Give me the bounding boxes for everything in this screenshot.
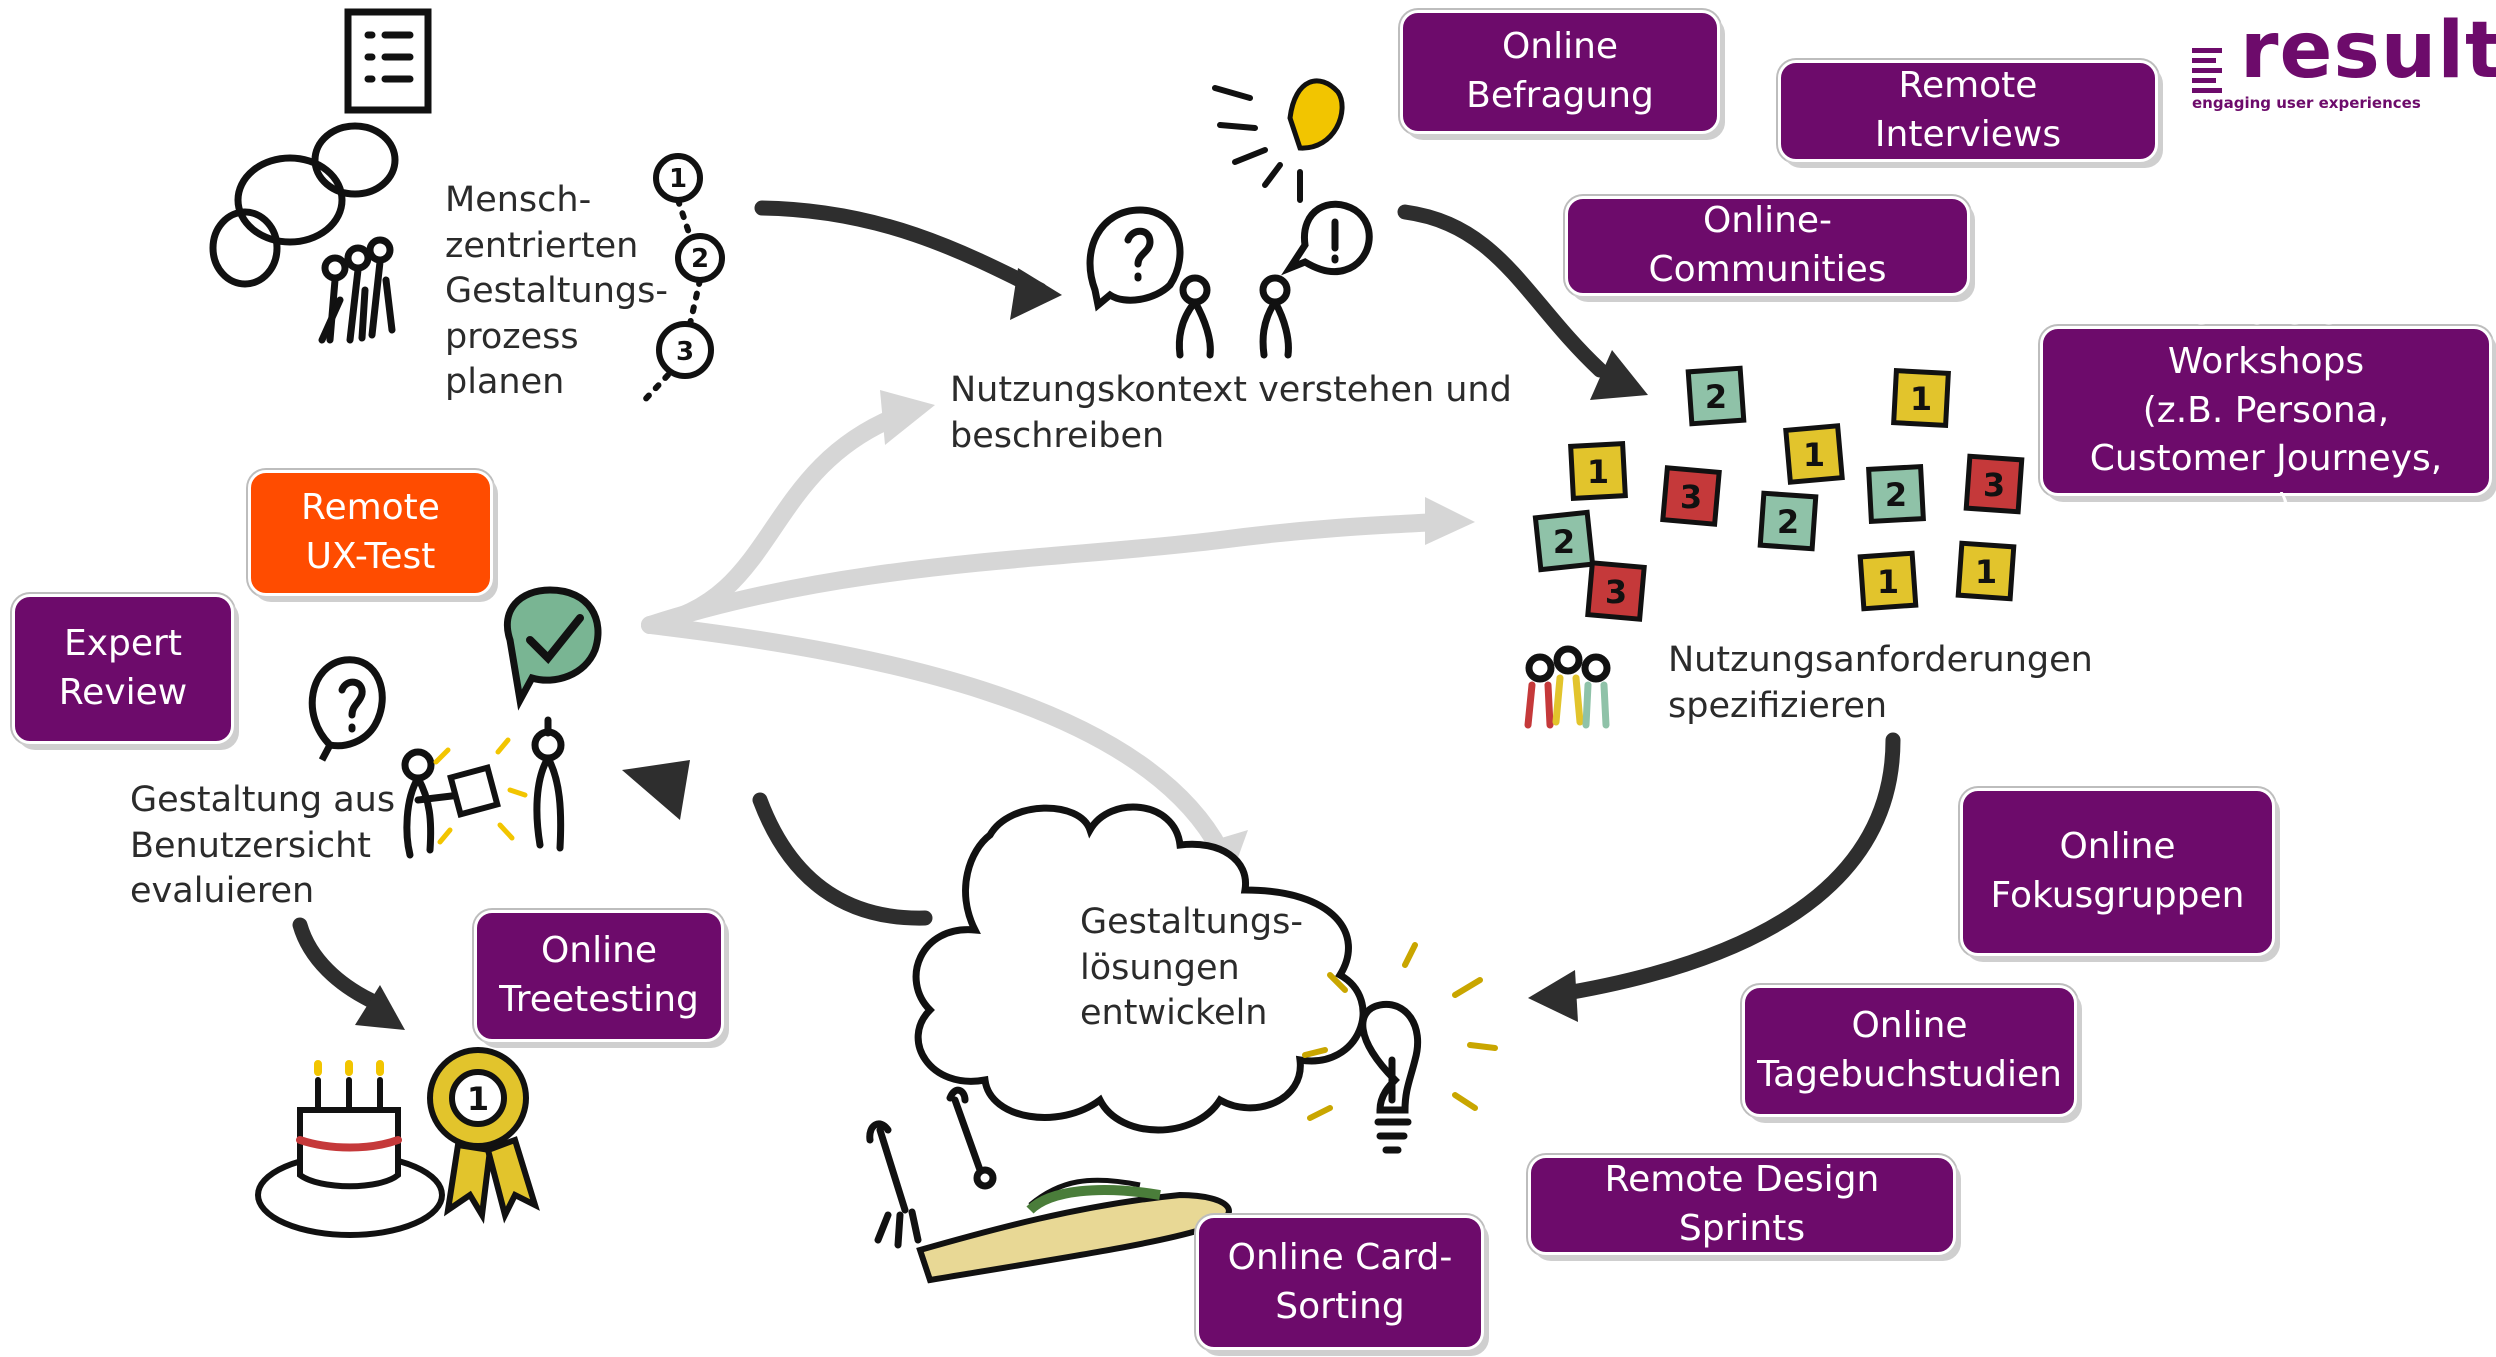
feedback-arrows bbox=[641, 406, 1449, 859]
sticky-note-number: 3 bbox=[1983, 466, 2005, 504]
method-expert-review[interactable]: Expert Review bbox=[12, 594, 234, 744]
sticky-note-number: 3 bbox=[1605, 573, 1627, 611]
step-number: 3 bbox=[676, 337, 694, 367]
sticky-note-number: 2 bbox=[1705, 378, 1727, 416]
sticky-notes bbox=[1532, 365, 2025, 622]
checklist-icon bbox=[344, 8, 432, 114]
cloud-icon bbox=[912, 803, 1367, 1134]
step-design-label: Gestaltungs- lösungen entwickeln bbox=[1080, 902, 1303, 1033]
step-context-label: Nutzungskontext verstehen und beschreibe… bbox=[950, 370, 1512, 456]
sticky-note-number: 1 bbox=[1975, 553, 1997, 591]
light-bulb-icon bbox=[1359, 1000, 1422, 1154]
sticky-note-number: 1 bbox=[1803, 436, 1825, 474]
sticky-note-number: 1 bbox=[1910, 380, 1932, 418]
logo-bars bbox=[2192, 48, 2222, 93]
logo-tagline: engaging user experiences bbox=[2192, 94, 2421, 112]
step-evaluate-label: Gestaltung aus Benutzersicht evaluieren bbox=[130, 780, 396, 911]
sticky-note-number: 2 bbox=[1885, 476, 1907, 514]
logo-wordmark: result bbox=[2240, 6, 2496, 96]
question-figures-icon bbox=[1086, 200, 1373, 359]
badge-number: 1 bbox=[467, 1080, 489, 1118]
award-rosette-icon bbox=[427, 1047, 540, 1225]
method-online-card-sorting[interactable]: Online Card- Sorting bbox=[1196, 1215, 1484, 1350]
talking-people-icon bbox=[209, 122, 399, 344]
method-online-survey[interactable]: Online Befragung bbox=[1400, 10, 1720, 134]
method-remote-design-sprints[interactable]: Remote Design Sprints bbox=[1528, 1155, 1956, 1255]
method-remote-ux-workshops[interactable]: Remote UX Workshops (z.B. Persona, Custo… bbox=[2040, 292, 2492, 528]
sun-icon bbox=[1212, 78, 1345, 203]
sticky-note-number: 2 bbox=[1777, 503, 1799, 541]
check-bubble-icon bbox=[503, 586, 602, 711]
method-online-communities[interactable]: Online-Communities bbox=[1565, 196, 1970, 296]
sticky-note-number: 2 bbox=[1553, 523, 1575, 561]
sticky-note-number: 1 bbox=[1587, 453, 1609, 491]
sticky-note-number: 1 bbox=[1877, 563, 1899, 601]
device-icon bbox=[433, 737, 528, 845]
step-number: 1 bbox=[669, 164, 687, 194]
sticky-note-number: 3 bbox=[1680, 478, 1702, 516]
method-online-treetesting[interactable]: Online Treetesting bbox=[474, 910, 724, 1042]
sticky-note-numbers: 2 1 1 3 1 2 2 3 2 3 1 1 bbox=[1553, 378, 2005, 611]
evaluation-figures-icon bbox=[308, 656, 565, 859]
step-plan-label: Mensch- zentrierten Gestaltungs- prozess… bbox=[445, 180, 668, 402]
cycle-arrowheads bbox=[355, 268, 1648, 1030]
method-remote-interviews[interactable]: Remote Interviews bbox=[1778, 60, 2158, 162]
numbered-steps-icon bbox=[637, 153, 725, 408]
drawing-hand-icon bbox=[916, 1177, 1232, 1284]
crowd-icon bbox=[1524, 645, 1611, 729]
step-requirements-label: Nutzungsanforderungen spezifizieren bbox=[1668, 640, 2093, 726]
step-numbers: 1 2 3 bbox=[669, 164, 709, 367]
method-remote-ux-test[interactable]: Remote UX-Test bbox=[248, 470, 493, 596]
cake-icon bbox=[255, 1060, 445, 1238]
feedback-arrowheads bbox=[880, 390, 1475, 885]
step-number: 2 bbox=[691, 244, 709, 274]
result-logo: result engaging user experiences bbox=[2190, 12, 2496, 116]
light-rays bbox=[1302, 942, 1498, 1121]
method-online-focus-groups[interactable]: Online Fokusgruppen bbox=[1960, 788, 2275, 956]
cycle-arrows bbox=[292, 200, 1901, 1008]
pencil-brush-icon bbox=[866, 1086, 997, 1249]
method-online-diary-studies[interactable]: Online Tagebuchstudien bbox=[1742, 985, 2077, 1117]
